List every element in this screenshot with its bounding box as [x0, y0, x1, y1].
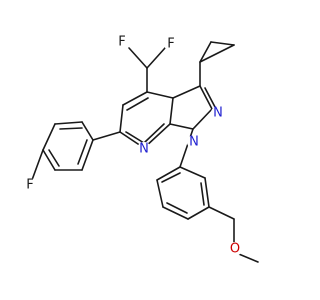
bond [146, 47, 166, 69]
bond [119, 104, 124, 133]
bond [125, 131, 145, 144]
bond [187, 206, 210, 220]
atom-label: F [167, 37, 174, 52]
atom-labels: F F N N N F O [23, 35, 242, 257]
bond [199, 44, 235, 63]
bond [144, 123, 165, 143]
atom-oxygen: O [228, 242, 242, 257]
bond [42, 149, 56, 171]
atom-label: F [26, 178, 33, 193]
bond [146, 91, 174, 99]
atom-fluorine: F [164, 37, 178, 52]
molecule-canvas: F F N N N F O [23, 34, 259, 263]
atom-fluorine: F [23, 178, 37, 193]
atom-nitrogen: N [187, 135, 201, 150]
atom-label: N [139, 142, 149, 157]
bonds [31, 41, 259, 263]
bond [172, 85, 201, 99]
bond [169, 97, 174, 125]
bond [42, 123, 56, 151]
atom-label: N [189, 135, 199, 150]
bond [126, 97, 149, 111]
bond [92, 131, 121, 141]
atom-label: F [118, 35, 125, 50]
bond [169, 123, 194, 130]
atom-nitrogen: N [137, 142, 151, 157]
bond [179, 128, 194, 168]
atom-label: N [213, 106, 223, 121]
bond [81, 121, 94, 141]
bond [199, 41, 212, 63]
bond [59, 127, 83, 130]
bond [122, 91, 148, 106]
bond [204, 177, 210, 208]
bond [179, 166, 206, 179]
bond [81, 139, 94, 171]
bond [161, 172, 181, 183]
bond [54, 121, 83, 125]
bond [166, 202, 188, 214]
molecule-structure: F F N N N F O [23, 34, 259, 263]
bond [77, 139, 88, 165]
bond [156, 166, 181, 181]
bond [200, 182, 205, 206]
bond [156, 179, 164, 208]
bond [128, 47, 148, 69]
bond [162, 206, 189, 220]
bond [31, 149, 44, 181]
bond [199, 85, 213, 110]
atom-nitrogen: N [211, 106, 225, 121]
bond [192, 108, 213, 130]
bond [48, 149, 60, 167]
atom-fluorine: F [115, 35, 129, 50]
bond [204, 87, 216, 108]
bond [208, 206, 235, 220]
atom-label: O [230, 242, 240, 257]
bond [210, 41, 235, 46]
